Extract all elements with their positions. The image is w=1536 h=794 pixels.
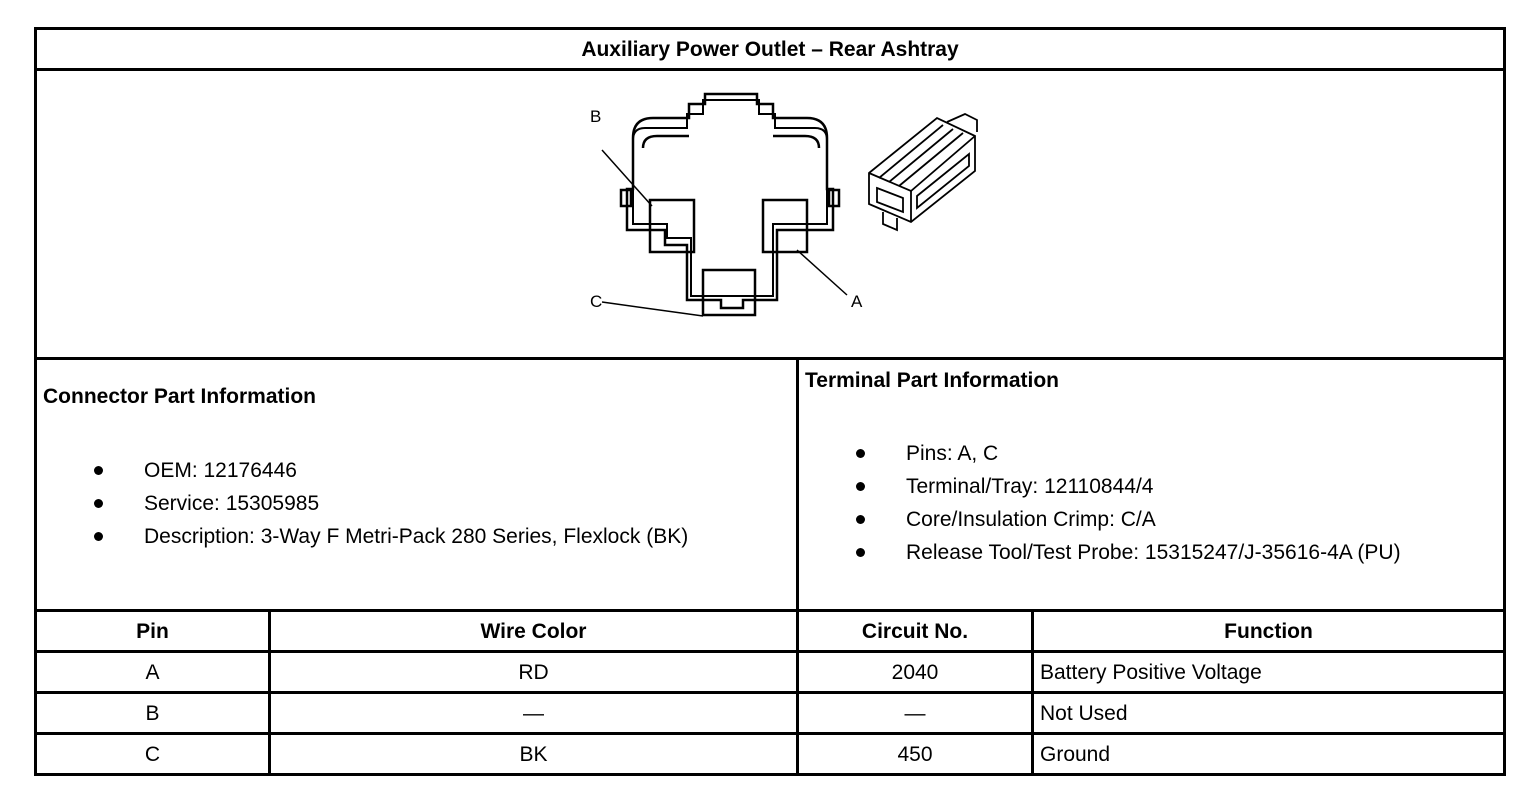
- cavity-c: [701, 268, 757, 317]
- cavity-a: [761, 198, 809, 254]
- divider: [37, 357, 1503, 360]
- connector-sheet: Auxiliary Power Outlet – Rear Ashtray: [34, 27, 1506, 776]
- header-function: Function: [1224, 620, 1313, 643]
- divider: [37, 691, 1503, 694]
- callout-a-label: A: [851, 292, 863, 311]
- divider: [37, 650, 1503, 653]
- divider: [796, 357, 799, 609]
- bullet-icon: [94, 532, 103, 541]
- callout-c-label: C: [590, 292, 603, 311]
- connector-info-heading: Connector Part Information: [43, 385, 317, 408]
- connector-face-drawing: [601, 92, 978, 317]
- cavity-b: [648, 198, 696, 254]
- connector-figure: B A C: [37, 70, 1503, 357]
- bullet-icon: [856, 449, 865, 458]
- header-circuit-no: Circuit No.: [861, 620, 969, 643]
- divider: [1031, 609, 1034, 773]
- divider: [796, 609, 799, 773]
- terminal-info-heading: Terminal Part Information: [805, 369, 1059, 392]
- bullet-icon: [856, 515, 865, 524]
- divider: [37, 68, 1503, 71]
- callout-b-label: B: [590, 107, 602, 126]
- divider: [37, 732, 1503, 735]
- bullet-icon: [94, 466, 103, 475]
- divider: [268, 609, 271, 773]
- divider: [37, 609, 1503, 612]
- connector-housing-icon: [868, 113, 978, 232]
- page-title: Auxiliary Power Outlet – Rear Ashtray: [581, 38, 959, 61]
- bullet-icon: [856, 548, 865, 557]
- header-pin: Pin: [136, 620, 169, 643]
- connector-face-icon: [619, 92, 841, 317]
- header-wire-color: Wire Color: [480, 620, 587, 643]
- bullet-icon: [856, 482, 865, 491]
- bullet-icon: [94, 499, 103, 508]
